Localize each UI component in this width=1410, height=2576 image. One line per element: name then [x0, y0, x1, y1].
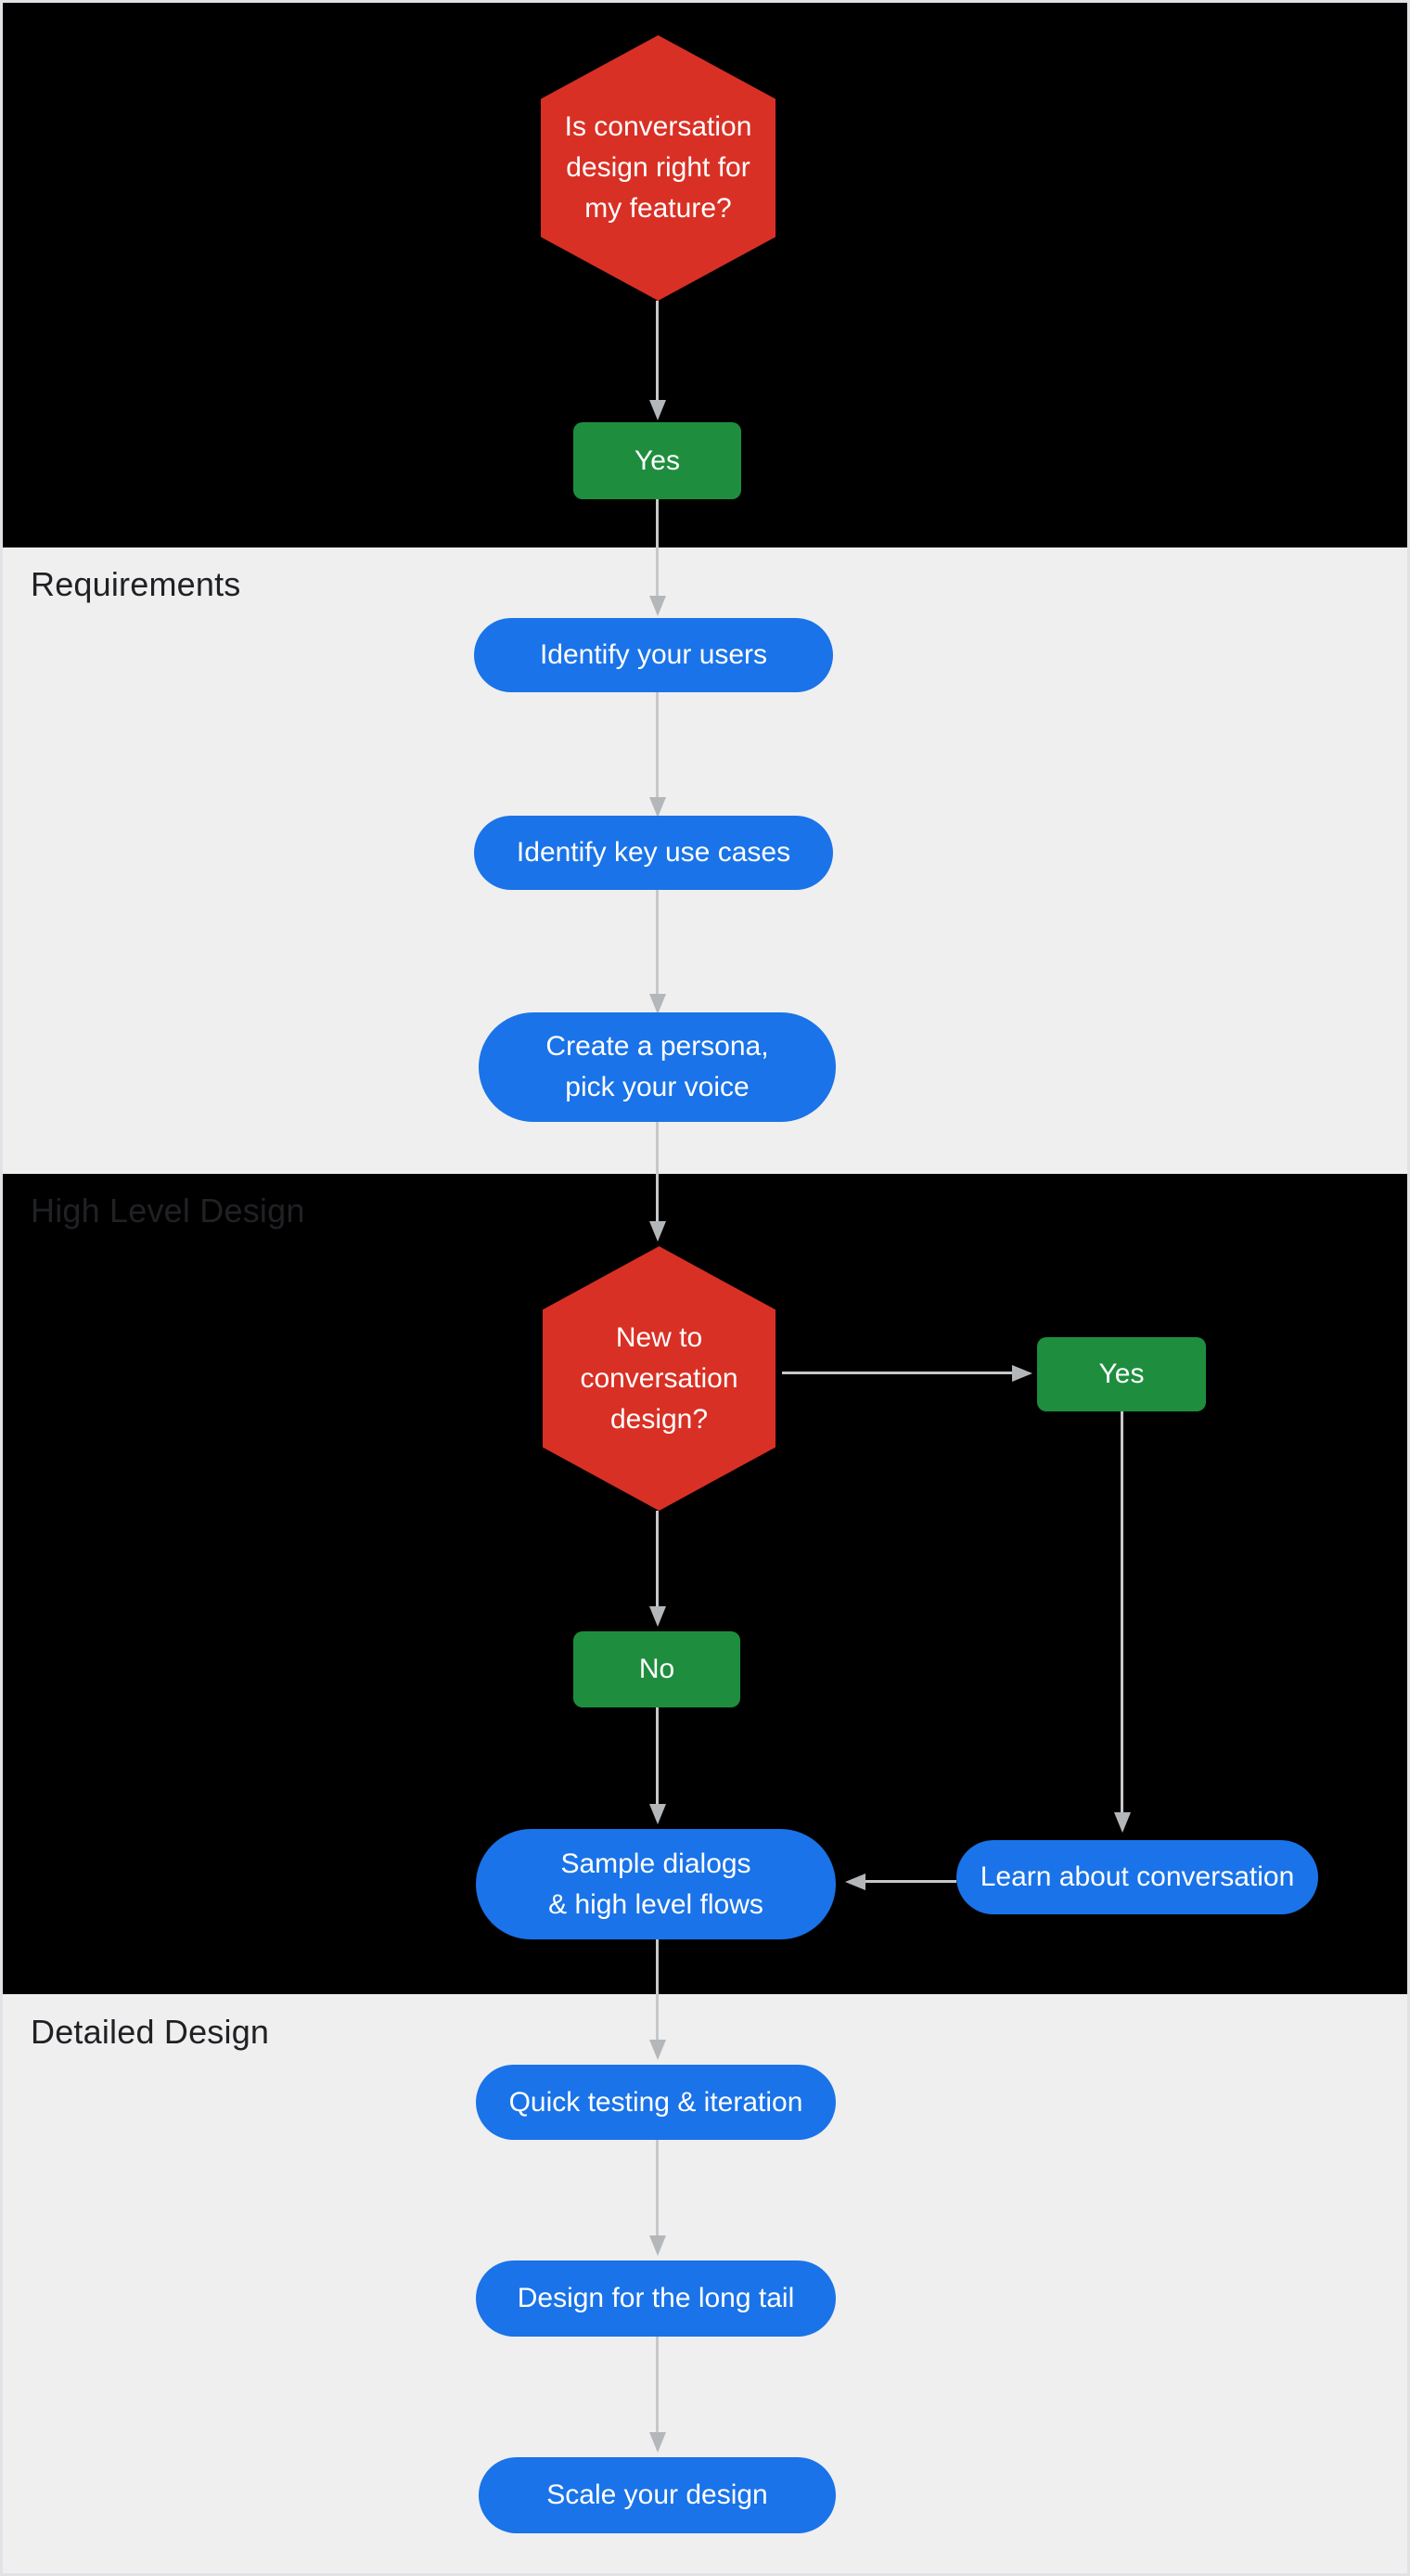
step-identify-your-users[interactable]: Identify your users [474, 618, 833, 692]
answer-yes-2[interactable]: Yes [1037, 1337, 1206, 1411]
arrow-q2-to-no [656, 1511, 659, 1606]
answer-no[interactable]: No [573, 1631, 740, 1707]
step-design-for-long-tail[interactable]: Design for the long tail [476, 2260, 836, 2337]
step-line: Create a persona, [545, 1031, 769, 1062]
arrow-use-cases-to-persona [656, 890, 659, 994]
arrow-q2-to-yes2 [782, 1372, 1012, 1374]
step-quick-testing-iteration[interactable]: Quick testing & iteration [476, 2065, 836, 2140]
section-label-requirements: Requirements [31, 565, 241, 603]
step-learn-about-conversation[interactable]: Learn about conversation [956, 1840, 1318, 1914]
step-identify-key-use-cases[interactable]: Identify key use cases [474, 816, 833, 890]
arrow-learn-to-sample [865, 1880, 956, 1883]
decision-line: my feature? [584, 193, 732, 224]
decision-is-conversation-design-right: Is conversation design right for my feat… [541, 35, 776, 301]
decision-line: design? [609, 1403, 709, 1435]
step-line: pick your voice [565, 1072, 750, 1102]
decision-new-to-conversation-design: New to conversation design? [543, 1246, 776, 1511]
step-line: & high level flows [548, 1888, 763, 1920]
arrow-no-to-sample-dialogs [656, 1707, 659, 1804]
step-line: Sample dialogs [560, 1848, 751, 1879]
step-scale-your-design[interactable]: Scale your design [479, 2457, 836, 2533]
arrow-users-to-use-cases [656, 692, 659, 797]
arrow-quick-to-long-tail [656, 2140, 659, 2235]
decision-line: design right for [566, 152, 750, 183]
arrow-sample-to-quick-testing [656, 1939, 659, 2040]
decision-line: New to [615, 1321, 703, 1353]
section-label-high-level-design: High Level Design [31, 1191, 305, 1230]
arrow-q1-to-yes [656, 301, 659, 400]
decision-line: conversation [580, 1362, 738, 1394]
arrow-yes2-to-learn [1121, 1411, 1123, 1812]
step-create-a-persona[interactable]: Create a persona, pick your voice [479, 1012, 836, 1122]
arrow-long-tail-to-scale [656, 2337, 659, 2432]
arrow-yes-to-identify-users [656, 499, 659, 596]
decision-line: Is conversation [564, 111, 752, 142]
arrow-persona-to-q2 [656, 1122, 659, 1221]
step-sample-dialogs[interactable]: Sample dialogs & high level flows [476, 1829, 836, 1939]
answer-yes-1[interactable]: Yes [573, 422, 741, 499]
section-label-detailed-design: Detailed Design [31, 2013, 270, 2051]
